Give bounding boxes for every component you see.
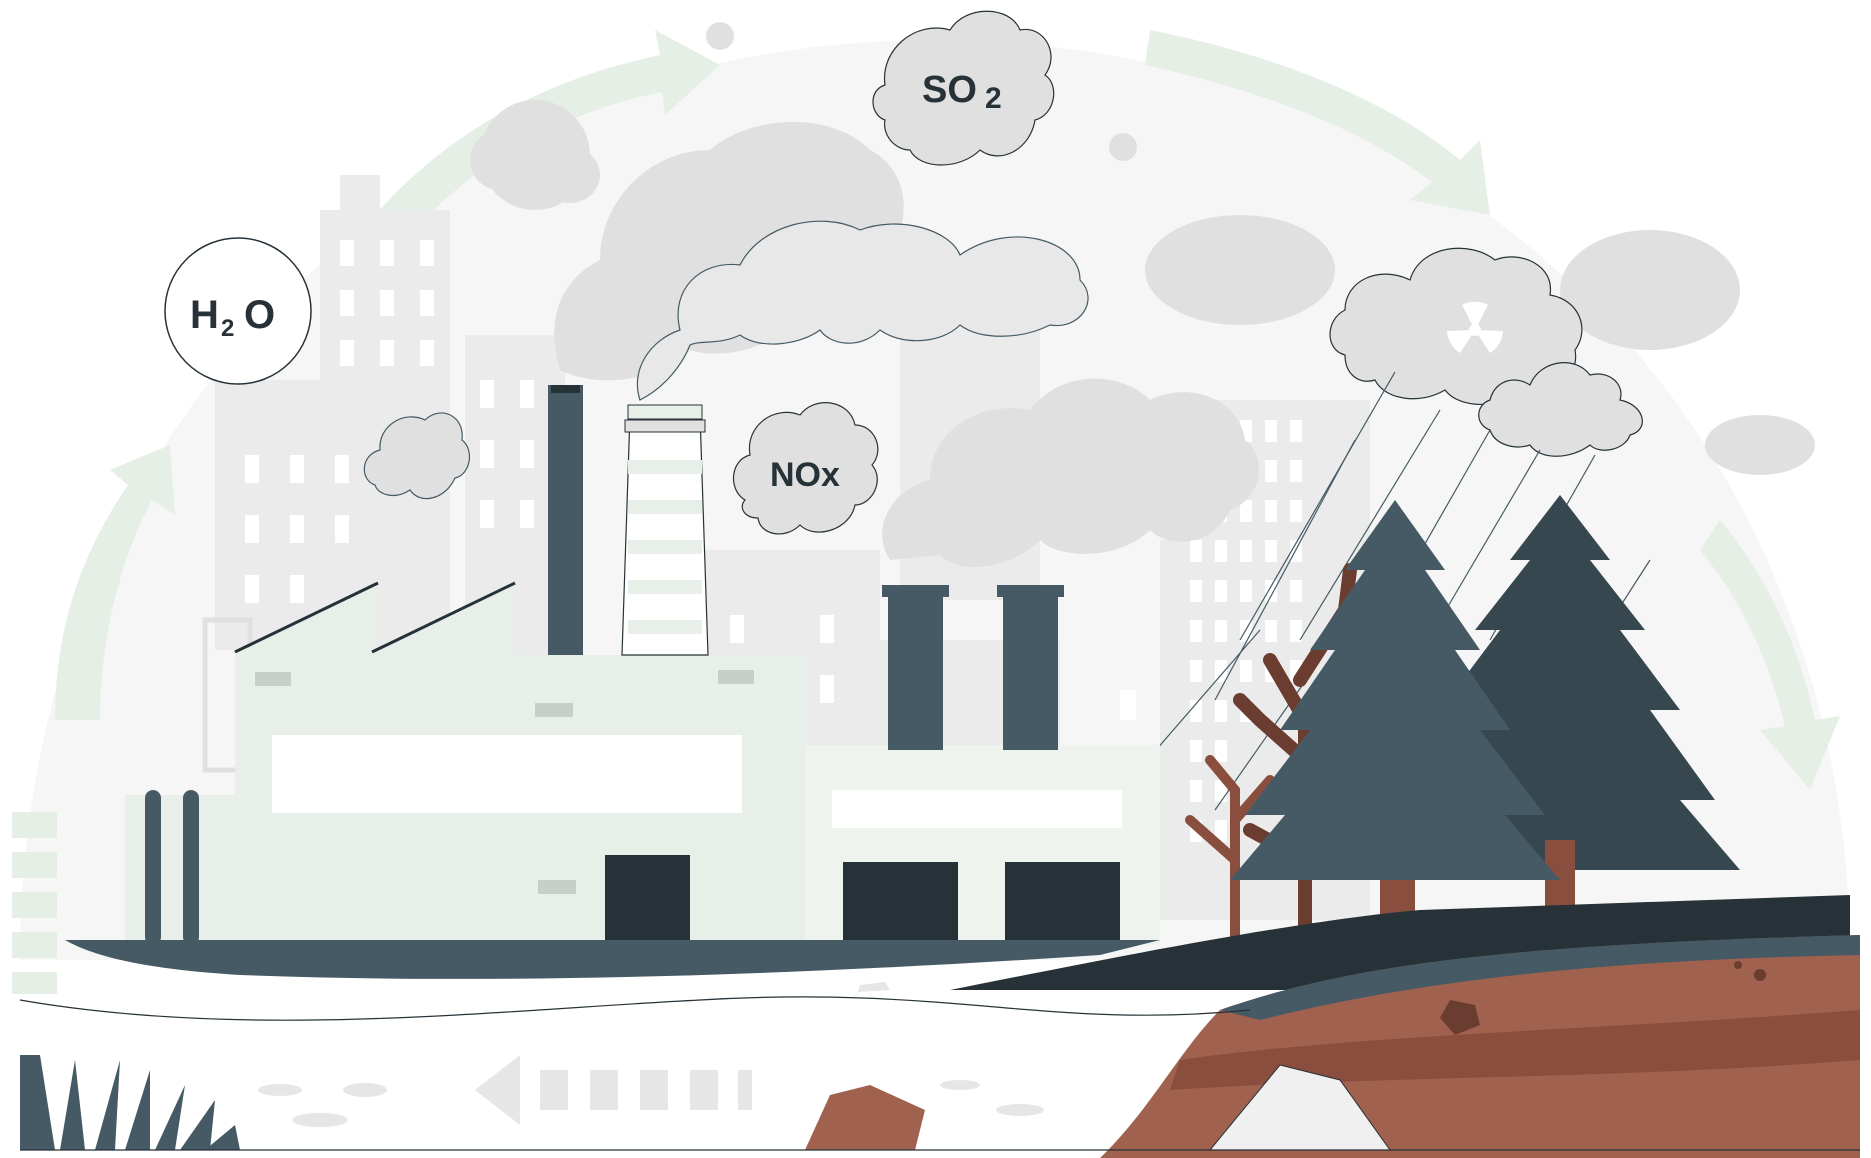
- so2-label: SO: [922, 69, 977, 111]
- fish-icon: [258, 1080, 1044, 1127]
- radiation-cloud: [1329, 247, 1643, 457]
- h2o-subscript: 2: [221, 315, 234, 342]
- smoke-cloud-right: [470, 22, 1815, 567]
- radiation-icon: [1447, 301, 1503, 353]
- smoke-cloud-large: [554, 121, 918, 381]
- factory-door: [843, 862, 958, 945]
- building-windows: [245, 240, 1302, 842]
- so2-subscript: 2: [985, 82, 1002, 115]
- so2-cloud: SO 2: [872, 10, 1055, 166]
- left-arrow-icon: [475, 1055, 752, 1125]
- h2o-bubble: H 2 O: [164, 237, 312, 385]
- factory-door: [605, 855, 690, 945]
- nox-label: NOx: [770, 456, 840, 494]
- small-cloud: [363, 412, 471, 500]
- smoke-cloud-outlined: [636, 220, 1089, 401]
- nox-cloud: NOx: [732, 402, 879, 535]
- factory: [125, 581, 1160, 945]
- water: [19, 982, 1391, 1151]
- foreground-grass: [20, 1055, 240, 1150]
- h2o-label: H: [190, 293, 219, 337]
- h2o-label-tail: O: [244, 293, 275, 337]
- factory-vents: [255, 670, 754, 894]
- ground: [65, 895, 1860, 1158]
- chimneys: [145, 385, 1064, 945]
- factory-door: [1005, 862, 1120, 945]
